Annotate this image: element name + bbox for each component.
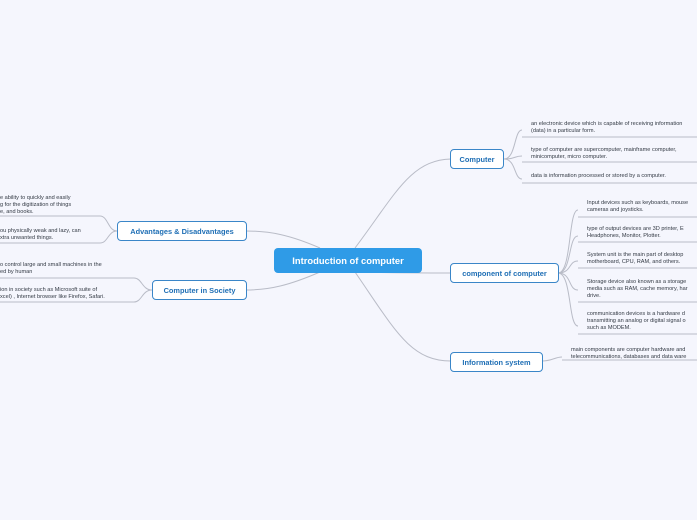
leaf-society-software[interactable]: ion in society such as Microsoft suite o… [0,287,105,300]
leaf-communication-devices[interactable]: communication devices is a hardware d tr… [587,311,686,331]
leaf-information-components[interactable]: main components are computer hardware an… [571,347,687,360]
topic-computer-in-society[interactable]: Computer in Society [152,280,247,300]
central-topic[interactable]: Introduction of computer [274,248,422,273]
leaf-advantages[interactable]: e ability to quickly and easily g for th… [0,195,72,215]
leaf-computer-definition[interactable]: an electronic device which is capable of… [531,121,683,134]
leaf-computer-types[interactable]: type of computer are supercomputer, main… [531,147,677,160]
leaf-society-control[interactable]: o control large and small machines in th… [0,262,102,275]
leaf-computer-data[interactable]: data is information processed or stored … [531,173,666,179]
leaf-input-devices[interactable]: Input devices such as keyboards, mouse c… [587,200,689,213]
leaf-output-devices[interactable]: type of output devices are 3D printer, E… [587,226,684,239]
topic-component-of-computer[interactable]: component of computer [450,263,559,283]
leaf-storage-device[interactable]: Storage device also known as a storage m… [587,279,688,299]
leaf-system-unit[interactable]: System unit is the main part of desktop … [587,252,684,265]
leaf-disadvantages[interactable]: ou physically weak and lazy, can xtra un… [0,228,81,241]
topic-advantages-disadvantages[interactable]: Advantages & Disadvantages [117,221,247,241]
topic-computer[interactable]: Computer [450,149,504,169]
topic-information-system[interactable]: Information system [450,352,543,372]
